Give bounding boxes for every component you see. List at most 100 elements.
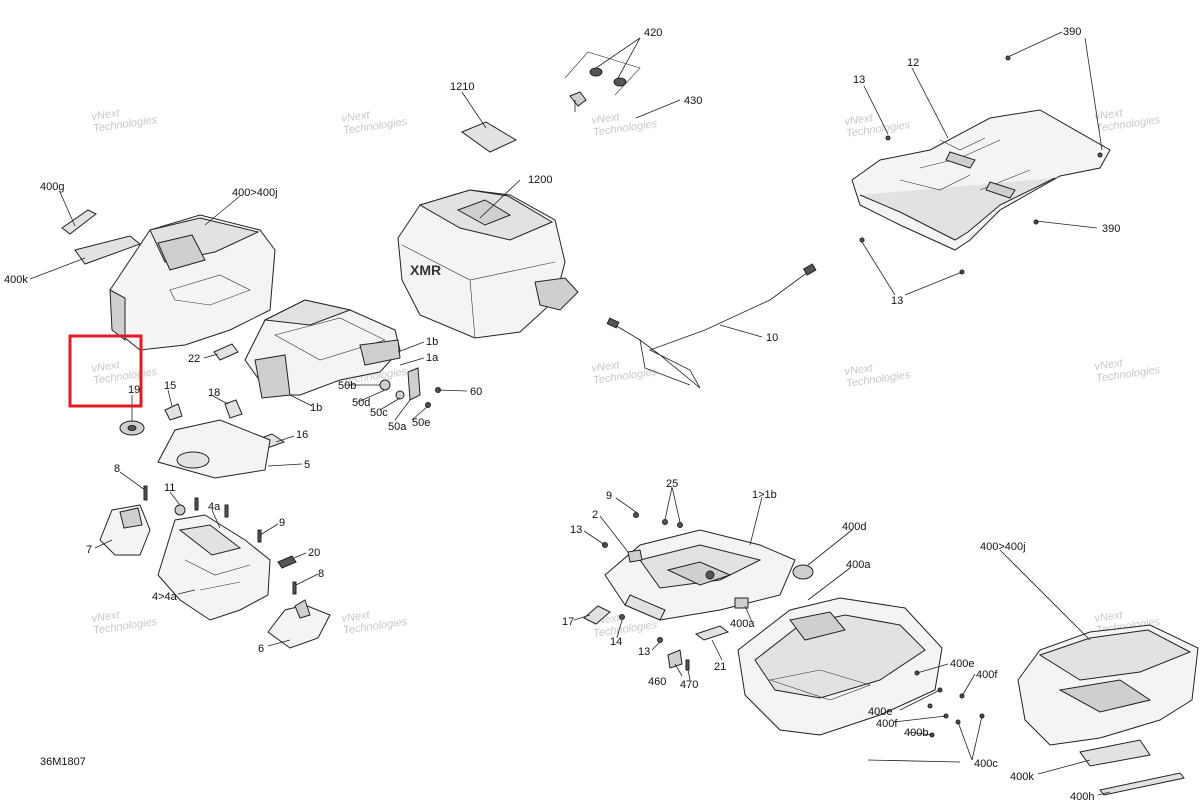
callout-1210: 1210: [450, 81, 474, 93]
callout-20: 20: [308, 547, 320, 559]
callout-50b: 50b: [338, 380, 356, 392]
svg-text:vNext: vNext: [591, 359, 621, 375]
callout-15: 15: [164, 380, 176, 392]
svg-text:vNext: vNext: [844, 112, 874, 128]
callout-400e: 400e: [950, 658, 974, 670]
callout-6: 6: [258, 643, 264, 655]
callout-19: 19: [128, 384, 140, 396]
watermark: vNext Technologies: [91, 609, 159, 637]
callout-400f: 400f: [876, 718, 898, 730]
callout-13: 13: [853, 74, 865, 86]
callout-13: 13: [891, 295, 903, 307]
callout-400-400j: 400>400j: [232, 187, 278, 199]
part-460-470-hardware: [619, 614, 690, 671]
part-15-decal: [164, 403, 183, 421]
callout-400h: 400h: [1070, 791, 1094, 803]
part-12-skid-plate: [851, 55, 1111, 275]
part-10-harness: [606, 263, 817, 389]
part-400k-decal-right: [1079, 739, 1151, 767]
svg-text:vNext: vNext: [1094, 609, 1124, 625]
callout-12: 12: [907, 57, 919, 69]
callout-400d: 400d: [842, 521, 866, 533]
callout-8: 8: [114, 463, 120, 475]
callout-9: 9: [279, 517, 285, 529]
callout-10: 10: [766, 332, 778, 344]
callout-420: 420: [644, 27, 662, 39]
part-5-plate: [157, 419, 271, 479]
watermark: vNext Technologies: [1094, 357, 1162, 385]
callout-400b: 400b: [904, 727, 928, 739]
watermark: vNext Technologies: [91, 359, 159, 387]
watermark: vNext Technologies: [844, 362, 912, 390]
callout-1a: 1a: [426, 352, 439, 364]
svg-text:XMR: XMR: [410, 262, 441, 278]
part-18-decal: [224, 399, 243, 419]
part-4-mount: [157, 497, 297, 621]
part-430-clip: [569, 91, 587, 112]
callout-430: 430: [684, 95, 702, 107]
callout-9: 9: [606, 490, 612, 502]
svg-text:vNext: vNext: [341, 609, 371, 625]
part-400-right-bin: [737, 597, 985, 738]
svg-text:vNext: vNext: [91, 609, 121, 625]
callout-5: 5: [304, 459, 310, 471]
callout-2: 2: [592, 509, 598, 521]
callout-400k: 400k: [4, 274, 28, 286]
callout-50a: 50a: [388, 421, 407, 433]
part-17-decal: [583, 605, 611, 625]
svg-text:vNext: vNext: [1094, 357, 1124, 373]
callout-1b: 1b: [310, 402, 322, 414]
callout-400g: 400g: [40, 181, 64, 193]
part-420-knobs: [564, 51, 641, 96]
callout-4a: 4a: [208, 501, 221, 513]
callout-14: 14: [610, 636, 622, 648]
callout-400c: 400c: [974, 758, 998, 770]
highlight-box: [68, 334, 143, 408]
callout-11: 11: [164, 482, 175, 494]
diagram-code: 36M1807: [40, 756, 86, 768]
part-400-right-lid: [1017, 624, 1199, 746]
callout-400-400j: 400>400j: [980, 541, 1026, 553]
leader-lines: [29, 31, 1111, 796]
part-6-bracket: [267, 599, 331, 649]
callout-18: 18: [208, 387, 220, 399]
callout-16: 16: [296, 429, 308, 441]
part-21-decal: [694, 625, 730, 641]
svg-text:vNext: vNext: [844, 362, 874, 378]
callout-400f: 400f: [976, 669, 998, 681]
part-1b-frame: [244, 299, 401, 399]
part-400h-strip: [1099, 772, 1185, 796]
callout-1-1b: 1>1b: [752, 489, 777, 501]
callout-22: 22: [188, 353, 200, 365]
part-400d-knob: [792, 564, 814, 580]
callout-17: 17: [562, 616, 574, 628]
svg-text:vNext: vNext: [591, 111, 621, 127]
callout-1200: 1200: [528, 174, 552, 186]
watermark: vNext Technologies: [591, 359, 659, 387]
part-400-left-bin: [109, 214, 276, 351]
part-1210-decal: [460, 121, 518, 153]
callout-1b: 1b: [426, 336, 438, 348]
callout-21: 21: [714, 661, 726, 673]
part-1200-cover: XMR: [397, 189, 579, 339]
svg-text:vNext: vNext: [1094, 107, 1124, 123]
part-400g-decal: [61, 209, 97, 235]
callout-50c: 50c: [370, 407, 388, 419]
watermark: vNext Technologies: [91, 107, 159, 135]
svg-text:vNext: vNext: [91, 107, 121, 123]
callout-470: 470: [680, 679, 698, 691]
callout-50d: 50d: [352, 397, 370, 409]
watermark: vNext Technologies: [591, 111, 659, 139]
callout-390: 390: [1063, 26, 1081, 38]
callout-50e: 50e: [412, 417, 430, 429]
callout-4-4a: 4>4a: [152, 591, 178, 603]
svg-text:vNext: vNext: [341, 109, 371, 125]
watermark: vNext Technologies: [341, 609, 409, 637]
watermark: vNext Technologies: [341, 109, 409, 137]
part-7-bracket: [99, 485, 151, 556]
callout-400a: 400a: [846, 559, 871, 571]
part-1-tray: [602, 512, 796, 621]
callout-400a: 400a: [730, 618, 755, 630]
watermark: vNext Technologies: [1094, 107, 1162, 135]
